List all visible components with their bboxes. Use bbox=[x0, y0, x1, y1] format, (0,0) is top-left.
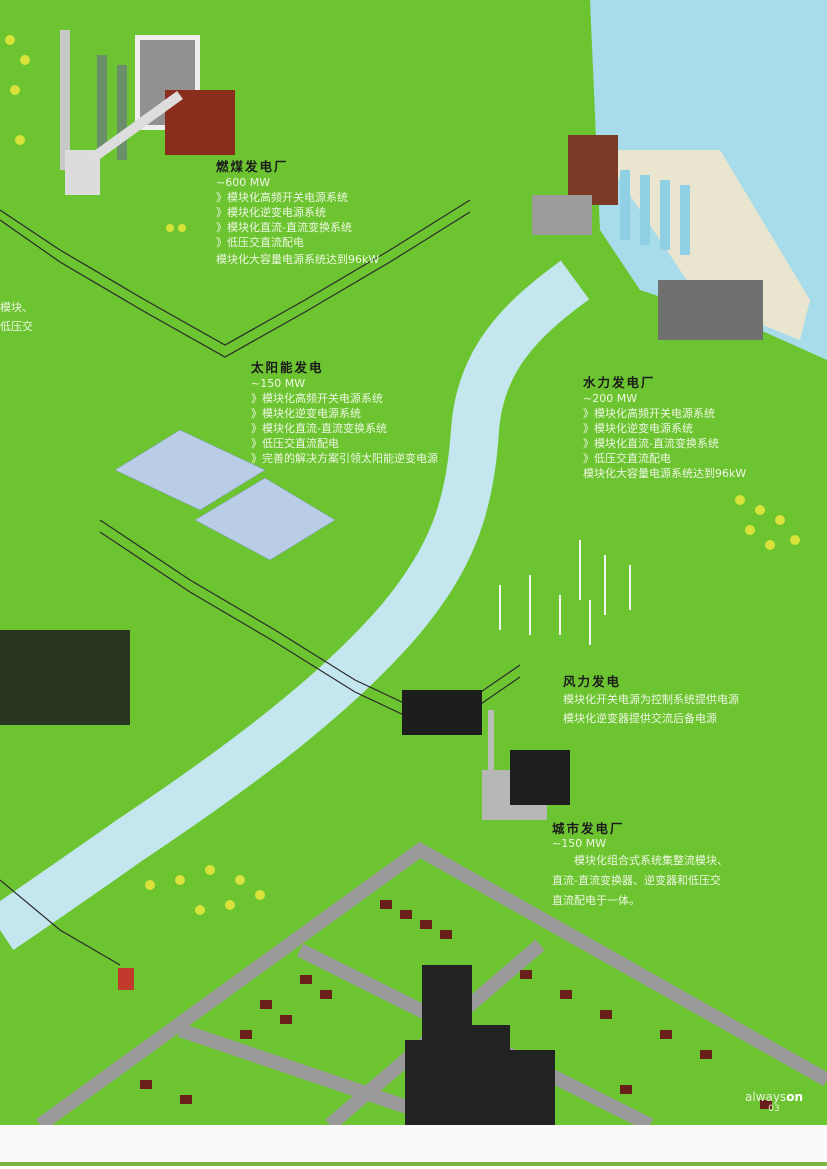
coal-plant-capacity: ~600 MW bbox=[216, 176, 271, 189]
wind-info: 风力发电 模块化开关电源为控制系统提供电源 模块化逆变器提供交流后备电源 bbox=[563, 673, 739, 728]
coal-plant-item: 低压交直流配电 bbox=[216, 235, 379, 250]
houses bbox=[140, 900, 772, 1109]
energy-landscape-illustration bbox=[0, 0, 827, 1125]
trees bbox=[5, 35, 800, 915]
substation-small bbox=[402, 690, 482, 735]
brand-always: always bbox=[745, 1090, 787, 1104]
bottom-rule bbox=[0, 1162, 827, 1166]
hydro-item: 模块化逆变电源系统 bbox=[583, 421, 746, 436]
coal-plant-note: 模块化大容量电源系统达到96kW bbox=[216, 253, 380, 266]
substation bbox=[0, 630, 130, 725]
page-number: 03 bbox=[768, 1104, 780, 1114]
hydro-note: 模块化大容量电源系统达到96kW bbox=[583, 467, 747, 480]
wind-line: 模块化开关电源为控制系统提供电源 bbox=[563, 693, 739, 706]
brand-on: on bbox=[786, 1090, 804, 1104]
city-plant-info: 城市发电厂 ~150 MW 模块化组合式系统集整流模块、 直流-直流变换器、逆变… bbox=[552, 820, 728, 911]
side-fragment: 模块、 低压交 bbox=[0, 300, 33, 334]
coal-plant-info: 燃煤发电厂 ~600 MW 模块化高频开关电源系统 模块化逆变电源系统 模块化直… bbox=[216, 158, 379, 267]
solar-title: 太阳能发电 bbox=[251, 360, 324, 375]
coal-plant-title: 燃煤发电厂 bbox=[216, 159, 289, 174]
city-plant-line: 直流-直流变换器、逆变器和低压交 bbox=[552, 874, 721, 887]
hydro-info: 水力发电厂 ~200 MW 模块化高频开关电源系统 模块化逆变电源系统 模块化直… bbox=[583, 374, 746, 481]
hydro-capacity: ~200 MW bbox=[583, 392, 638, 405]
solar-item: 模块化直流-直流变换系统 bbox=[251, 421, 438, 436]
city-plant-title: 城市发电厂 bbox=[552, 821, 625, 836]
wind-line: 模块化逆变器提供交流后备电源 bbox=[563, 712, 717, 725]
river bbox=[0, 260, 590, 950]
skyscrapers bbox=[405, 965, 555, 1125]
page-margin bbox=[0, 1125, 827, 1162]
solar-item: 模块化高频开关电源系统 bbox=[251, 391, 438, 406]
hydro-item: 模块化直流-直流变换系统 bbox=[583, 436, 746, 451]
hydro-dam bbox=[532, 135, 810, 340]
solar-capacity: ~150 MW bbox=[251, 377, 306, 390]
city-plant-capacity: ~150 MW bbox=[552, 837, 607, 850]
city-plant-line: 直流配电于一体。 bbox=[552, 894, 640, 907]
city-plant bbox=[482, 710, 570, 820]
coal-plant-item: 模块化高频开关电源系统 bbox=[216, 190, 379, 205]
solar-item: 模块化逆变电源系统 bbox=[251, 406, 438, 421]
wind-farm bbox=[499, 540, 631, 645]
wind-title: 风力发电 bbox=[563, 674, 622, 689]
coal-plant bbox=[60, 30, 235, 195]
solar-info: 太阳能发电 ~150 MW 模块化高频开关电源系统 模块化逆变电源系统 模块化直… bbox=[251, 359, 438, 466]
brand-footer: alwayson 03 bbox=[745, 1090, 803, 1114]
solar-panels bbox=[114, 429, 336, 561]
solar-item: 完善的解决方案引领太阳能逆变电源 bbox=[251, 451, 438, 466]
hydro-title: 水力发电厂 bbox=[583, 375, 656, 390]
coal-plant-item: 模块化直流-直流变换系统 bbox=[216, 220, 379, 235]
city-plant-line: 模块化组合式系统集整流模块、 bbox=[574, 854, 728, 867]
side-fragment-line: 低压交 bbox=[0, 320, 33, 333]
side-fragment-line: 模块、 bbox=[0, 301, 33, 314]
hydro-item: 模块化高频开关电源系统 bbox=[583, 406, 746, 421]
solar-item: 低压交直流配电 bbox=[251, 436, 438, 451]
coal-plant-item: 模块化逆变电源系统 bbox=[216, 205, 379, 220]
hydro-item: 低压交直流配电 bbox=[583, 451, 746, 466]
hut bbox=[118, 968, 134, 990]
